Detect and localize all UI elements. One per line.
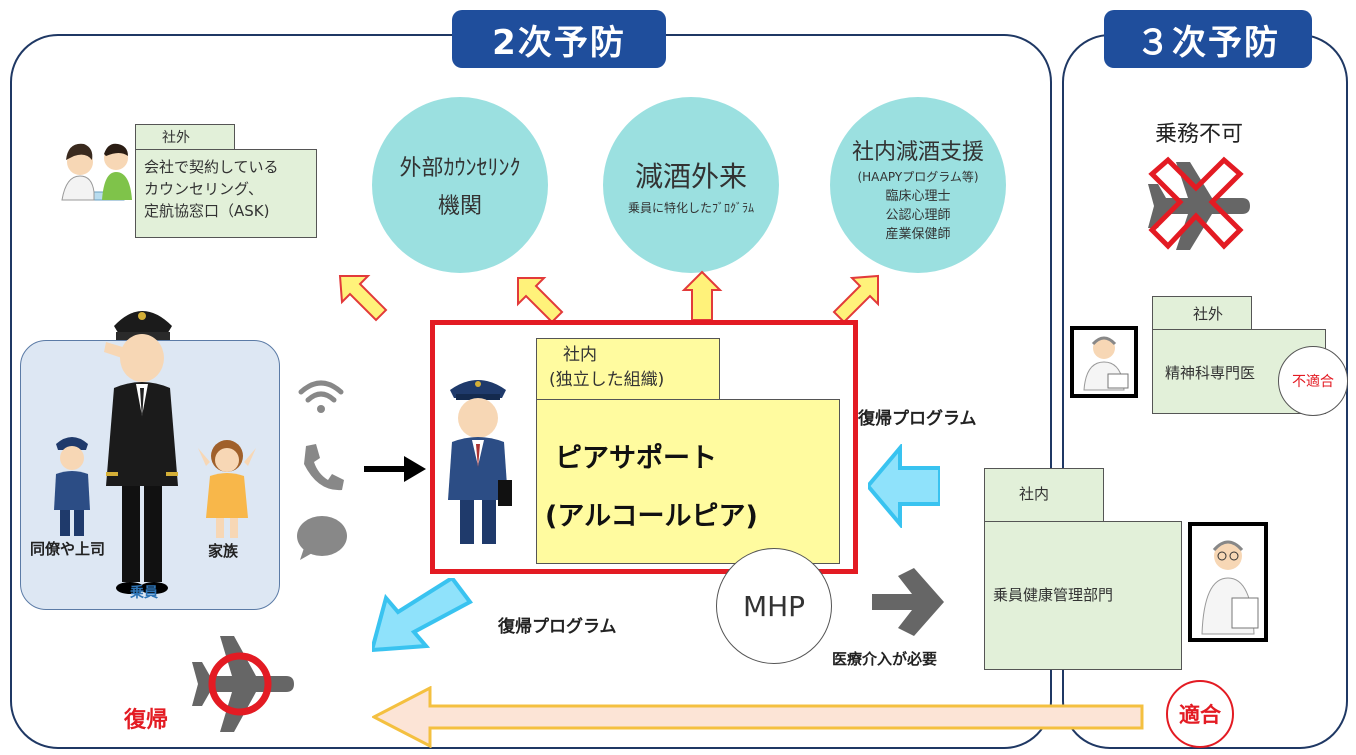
in-house-support-sub-1: (HAAPYプログラム等)	[857, 170, 979, 184]
colleague-label: 同僚や上司	[30, 540, 106, 558]
peer-support-note: 社内 (独立した組織) ピアサポート (アルコールピア)	[536, 338, 840, 564]
external-counseling-line-2: 機関	[437, 194, 482, 219]
in-house-support-title: 社内減酒支援	[851, 140, 984, 165]
referral-arrows	[338, 270, 879, 324]
peer-support-frame	[430, 320, 858, 574]
external-counseling-circle: 外部ｶｳﾝｾﾘﾝｸ 機関	[372, 97, 548, 273]
in-house-support-circle: 社内減酒支援 (HAAPYプログラム等) 臨床心理士 公認心理師 産業保健師	[830, 97, 1006, 273]
medical-intervention-label: 医療介入が必要	[832, 650, 938, 668]
fit-badge: 適合	[1166, 680, 1234, 748]
fit-badge-label: 適合	[1179, 703, 1221, 727]
chat-bubble-icon	[296, 514, 348, 560]
pilot-illustration	[92, 296, 192, 596]
return-program-bottom-label: 復帰プログラム	[498, 617, 617, 637]
outside-counseling-note: 社外 会社で契約している カウンセリング、 定航協窓口（ASK)	[135, 124, 317, 238]
outside-counseling-line-2: カウンセリング、	[144, 180, 263, 198]
mhp-label: MHP	[742, 589, 806, 623]
health-management-label: 乗員健康管理部門	[993, 586, 1114, 604]
return-program-arrow-bottom	[369, 575, 474, 656]
peer-support-subtitle: (アルコールピア)	[545, 501, 758, 532]
health-management-note: 社内 乗員健康管理部門	[984, 468, 1182, 670]
reduced-drinking-clinic-sub: 乗員に特化したﾌﾞﾛｸﾞﾗﾑ	[627, 200, 754, 215]
wifi-icon	[298, 378, 344, 418]
reduced-drinking-clinic-circle: 減酒外来 乗員に特化したﾌﾞﾛｸﾞﾗﾑ	[603, 97, 779, 273]
secondary-prevention-title: 2次予防	[452, 10, 666, 68]
return-label: 復帰	[124, 708, 169, 733]
peer-supporter-illustration	[440, 370, 516, 550]
peer-support-tab-line-1: 社内	[563, 345, 597, 365]
peer-support-title: ピアサポート	[555, 443, 717, 474]
in-house-support-sub-2: 臨床心理士	[885, 189, 951, 204]
unfit-duty-label: 乗務不可	[1155, 122, 1244, 147]
medical-intervention-arrow	[872, 566, 944, 638]
outside-counseling-line-3: 定航協窓口（ASK)	[144, 202, 270, 220]
return-program-arrow-right	[865, 442, 942, 530]
in-house-support-sub-3: 公認心理師	[885, 208, 951, 223]
in-house-support-sub-4: 産業保健師	[885, 227, 951, 242]
counseling-illustration	[52, 130, 142, 220]
peer-support-tab-line-2: (独立した組織)	[549, 370, 665, 390]
mhp-circle: MHP	[716, 548, 832, 664]
return-program-right-label: 復帰プログラム	[858, 409, 977, 429]
family-label: 家族	[208, 542, 239, 560]
external-counseling-line-1: 外部ｶｳﾝｾﾘﾝｸ	[399, 156, 521, 181]
psychiatrist-tab: 社外	[1152, 296, 1252, 330]
reduced-drinking-clinic-title: 減酒外来	[634, 159, 747, 193]
unfit-badge: 不適合	[1278, 346, 1348, 416]
outside-counseling-tab: 社外	[135, 124, 235, 150]
grounded-airplane-icon	[1138, 154, 1256, 254]
doctor-illustration	[1188, 522, 1268, 642]
health-management-tab: 社内	[984, 468, 1104, 522]
crew-label: 乗員	[130, 585, 158, 601]
airplane-icon	[186, 628, 298, 738]
colleague-illustration	[50, 430, 94, 540]
psychiatrist-label: 精神科専門医	[1165, 364, 1256, 382]
outside-counseling-line-1: 会社で契約している	[144, 158, 279, 176]
family-illustration	[196, 432, 258, 542]
phone-icon	[300, 442, 344, 492]
peer-support-tab: 社内 (独立した組織)	[536, 338, 720, 400]
fit-return-arrow	[370, 685, 1146, 749]
unfit-badge-label: 不適合	[1292, 374, 1334, 390]
psychiatrist-illustration	[1070, 326, 1138, 398]
contact-arrow	[364, 456, 426, 482]
tertiary-prevention-title: ３次予防	[1104, 10, 1312, 68]
